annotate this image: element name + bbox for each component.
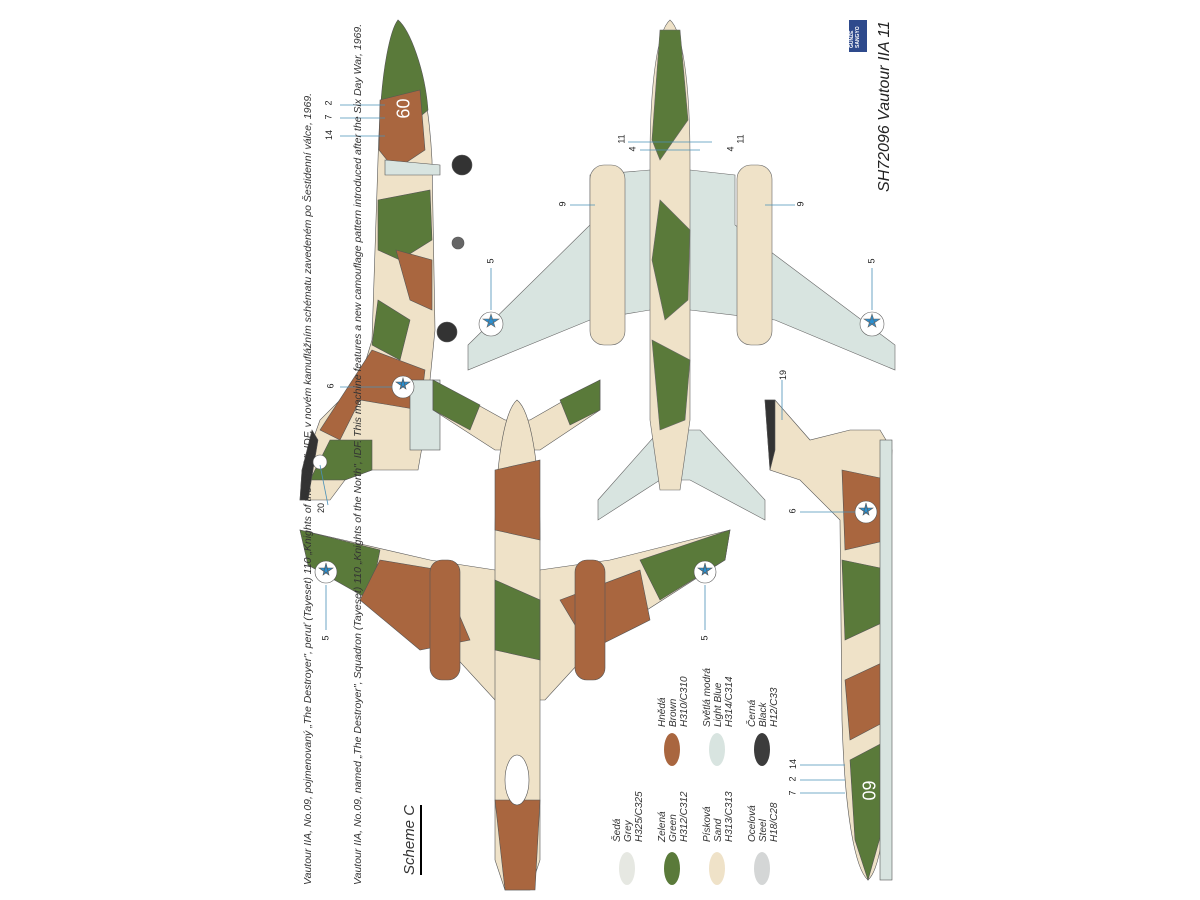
marking-09: 09 (392, 98, 413, 119)
callout-14: 14 (324, 129, 335, 141)
marking-09: 09 (859, 780, 880, 801)
callout-19: 19 (778, 369, 789, 381)
callout-5: 5 (699, 635, 710, 641)
callout-lines (319, 104, 873, 794)
callout-6: 6 (787, 508, 798, 514)
callout-9: 9 (795, 201, 806, 207)
callout-9: 9 (557, 201, 568, 207)
underside-view (467, 19, 896, 521)
callout-20: 20 (316, 502, 327, 514)
top-view (299, 379, 731, 891)
callout-7: 7 (323, 114, 334, 120)
swatch-sand (709, 852, 725, 885)
callout-11: 11 (616, 134, 627, 144)
callout-7: 7 (787, 790, 798, 796)
side-view-right (764, 399, 893, 882)
scheme-label: Scheme C (401, 804, 422, 875)
swatch-black (754, 733, 770, 766)
callout-2: 2 (787, 776, 798, 782)
swatch-brown (664, 733, 680, 766)
swatch-light-blue (709, 733, 725, 766)
callout-11: 11 (735, 134, 746, 144)
callout-6: 6 (325, 383, 336, 389)
callout-5: 5 (866, 258, 877, 264)
sheet-title: SH72096 Vautour IIA 11 (876, 20, 893, 192)
callout-14: 14 (788, 758, 799, 770)
callout-5: 5 (485, 258, 496, 264)
swatch-green (664, 852, 680, 885)
callout-2: 2 (323, 100, 334, 106)
callout-5: 5 (320, 635, 331, 641)
swatch-grey (619, 852, 635, 885)
callout-4: 4 (627, 146, 638, 152)
callout-4: 4 (725, 146, 736, 152)
gunze-sangyo-logo: GUNZE SANGYO (849, 20, 867, 52)
side-view-left (299, 19, 473, 501)
swatch-steel (754, 852, 770, 885)
description-cz: Vautour IIA, No.09, pojmenovaný „The Des… (302, 93, 314, 885)
description-en: Vautour IIA, No.09, named „The Destroyer… (352, 24, 364, 885)
